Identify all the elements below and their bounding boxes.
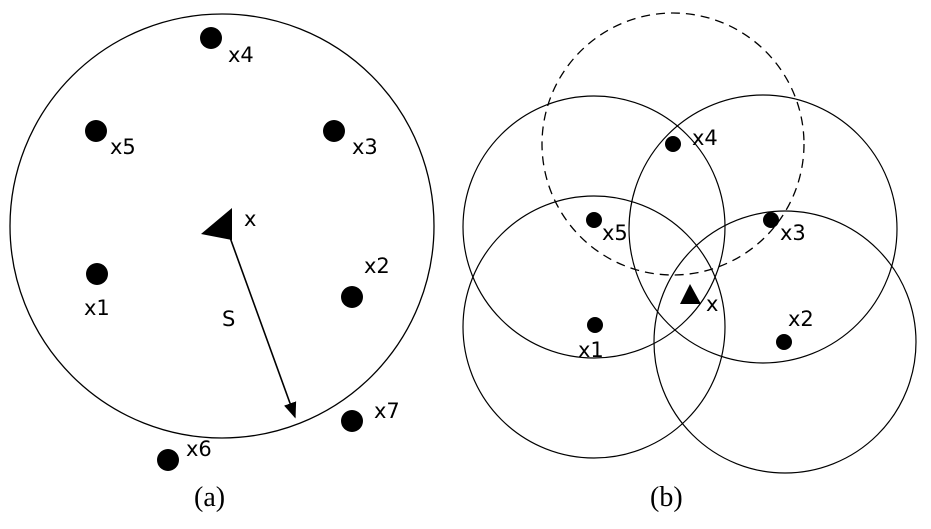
- point-label-x7: x7: [374, 399, 400, 423]
- panel-a: S x x1 x2 x3 x4 x5 x6 x7 (a): [9, 13, 435, 513]
- dashed-circle-x4: [541, 12, 805, 276]
- circle-x2: [653, 210, 917, 474]
- radius-label: S: [222, 307, 235, 331]
- point-label-x3: x3: [780, 221, 806, 245]
- point-label-x6: x6: [186, 437, 212, 461]
- point-label-x2: x2: [788, 307, 814, 331]
- query-label: x: [706, 292, 718, 316]
- point-label-x1: x1: [578, 338, 604, 362]
- query-point-triangle: [201, 208, 232, 240]
- panel-b: x x1 x2 x3 x4 x5 (b): [462, 12, 917, 513]
- point-label-x5: x5: [602, 221, 628, 245]
- data-point-x2: [776, 334, 792, 350]
- query-label: x: [244, 207, 256, 231]
- circle-x3: [628, 94, 898, 364]
- circle-x1: [462, 195, 726, 459]
- data-point-x2: [341, 286, 363, 308]
- data-point-x1: [587, 317, 603, 333]
- point-label-x3: x3: [352, 135, 378, 159]
- point-label-x1: x1: [84, 296, 110, 320]
- data-point-x6: [157, 449, 179, 471]
- point-label-x5: x5: [110, 135, 136, 159]
- caption-b: (b): [650, 482, 683, 513]
- radius-arrow: [227, 231, 297, 419]
- data-point-x3: [323, 120, 345, 142]
- data-point-x5: [586, 212, 602, 228]
- data-point-x7: [341, 410, 363, 432]
- point-label-x4: x4: [228, 43, 254, 67]
- point-label-x4: x4: [692, 126, 718, 150]
- query-point-triangle: [680, 284, 701, 304]
- data-point-x5: [85, 120, 107, 142]
- caption-a: (a): [194, 482, 225, 513]
- data-point-x4: [200, 27, 222, 49]
- data-point-x4: [665, 136, 681, 152]
- circle-x5: [462, 95, 726, 359]
- range-circle: [9, 13, 435, 439]
- point-label-x2: x2: [364, 254, 390, 278]
- data-point-x1: [86, 263, 108, 285]
- data-point-x3: [763, 212, 779, 228]
